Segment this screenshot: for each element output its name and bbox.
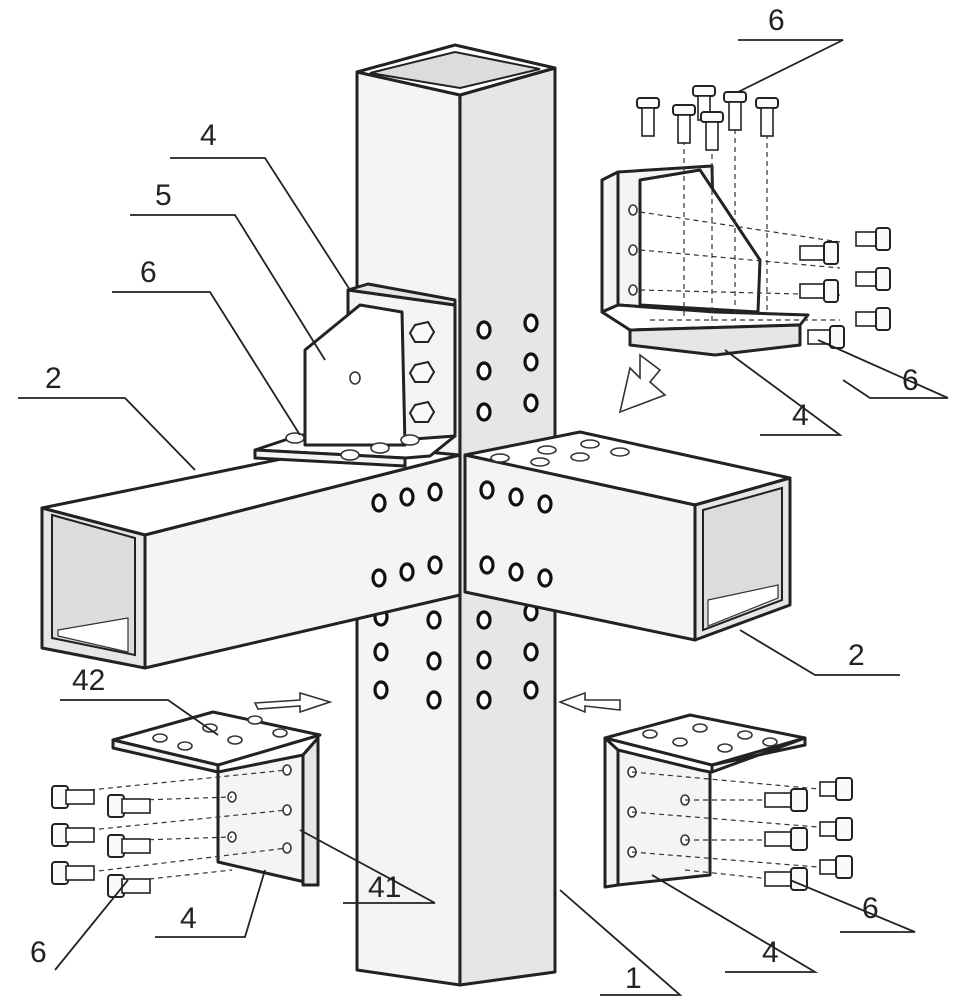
bolt-icon — [701, 112, 723, 150]
bolt-icon — [52, 862, 94, 884]
bolt-icon — [765, 789, 807, 811]
bolt-icon — [756, 98, 778, 136]
bolt-icon — [856, 228, 890, 250]
label-beam: 2 — [45, 362, 62, 395]
label-horizontal-plate: 42 — [72, 664, 105, 697]
connector-installed — [255, 284, 455, 466]
label-bolt: 6 — [30, 936, 47, 969]
bolt-icon — [108, 875, 150, 897]
label-bolt: 6 — [768, 4, 785, 37]
label-connector: 4 — [200, 119, 217, 152]
assembly-arrow-icon — [255, 693, 330, 712]
connector-top-right — [602, 120, 840, 355]
bolt-icon — [856, 268, 890, 290]
label-connector: 4 — [792, 399, 809, 432]
bolt-icon — [765, 828, 807, 850]
label-stiffener: 5 — [155, 179, 172, 212]
bolt-icon — [52, 786, 94, 808]
label-connector: 4 — [762, 936, 779, 969]
bolt-icon — [724, 92, 746, 130]
label-bolt: 6 — [902, 364, 919, 397]
bolt-icon — [800, 280, 838, 302]
bolt-icon — [108, 795, 150, 817]
bolt-icon — [673, 105, 695, 143]
bolts-vertical — [637, 86, 778, 150]
label-column: 1 — [625, 962, 642, 995]
label-bolt: 6 — [862, 892, 879, 925]
bolts-bottom-left — [52, 786, 150, 897]
assembly-arrow-icon — [560, 693, 620, 712]
bolt-icon — [765, 868, 807, 890]
bolt-icon — [800, 242, 838, 264]
assembly-arrow-icon — [620, 355, 665, 412]
bolt-icon — [856, 308, 890, 330]
bolt-icon — [808, 326, 844, 348]
bolt-icon — [820, 818, 852, 840]
bolt-icon — [637, 98, 659, 136]
bolt-icon — [108, 835, 150, 857]
bolt-icon — [52, 824, 94, 846]
label-bolt: 6 — [140, 256, 157, 289]
bolt-icon — [820, 856, 852, 878]
label-connector: 4 — [180, 902, 197, 935]
bolts-top-right-side — [800, 228, 890, 348]
label-vertical-plate: 41 — [368, 871, 401, 904]
bolt-icon — [820, 778, 852, 800]
bolts-bottom-right — [765, 778, 852, 890]
label-beam: 2 — [848, 639, 865, 672]
